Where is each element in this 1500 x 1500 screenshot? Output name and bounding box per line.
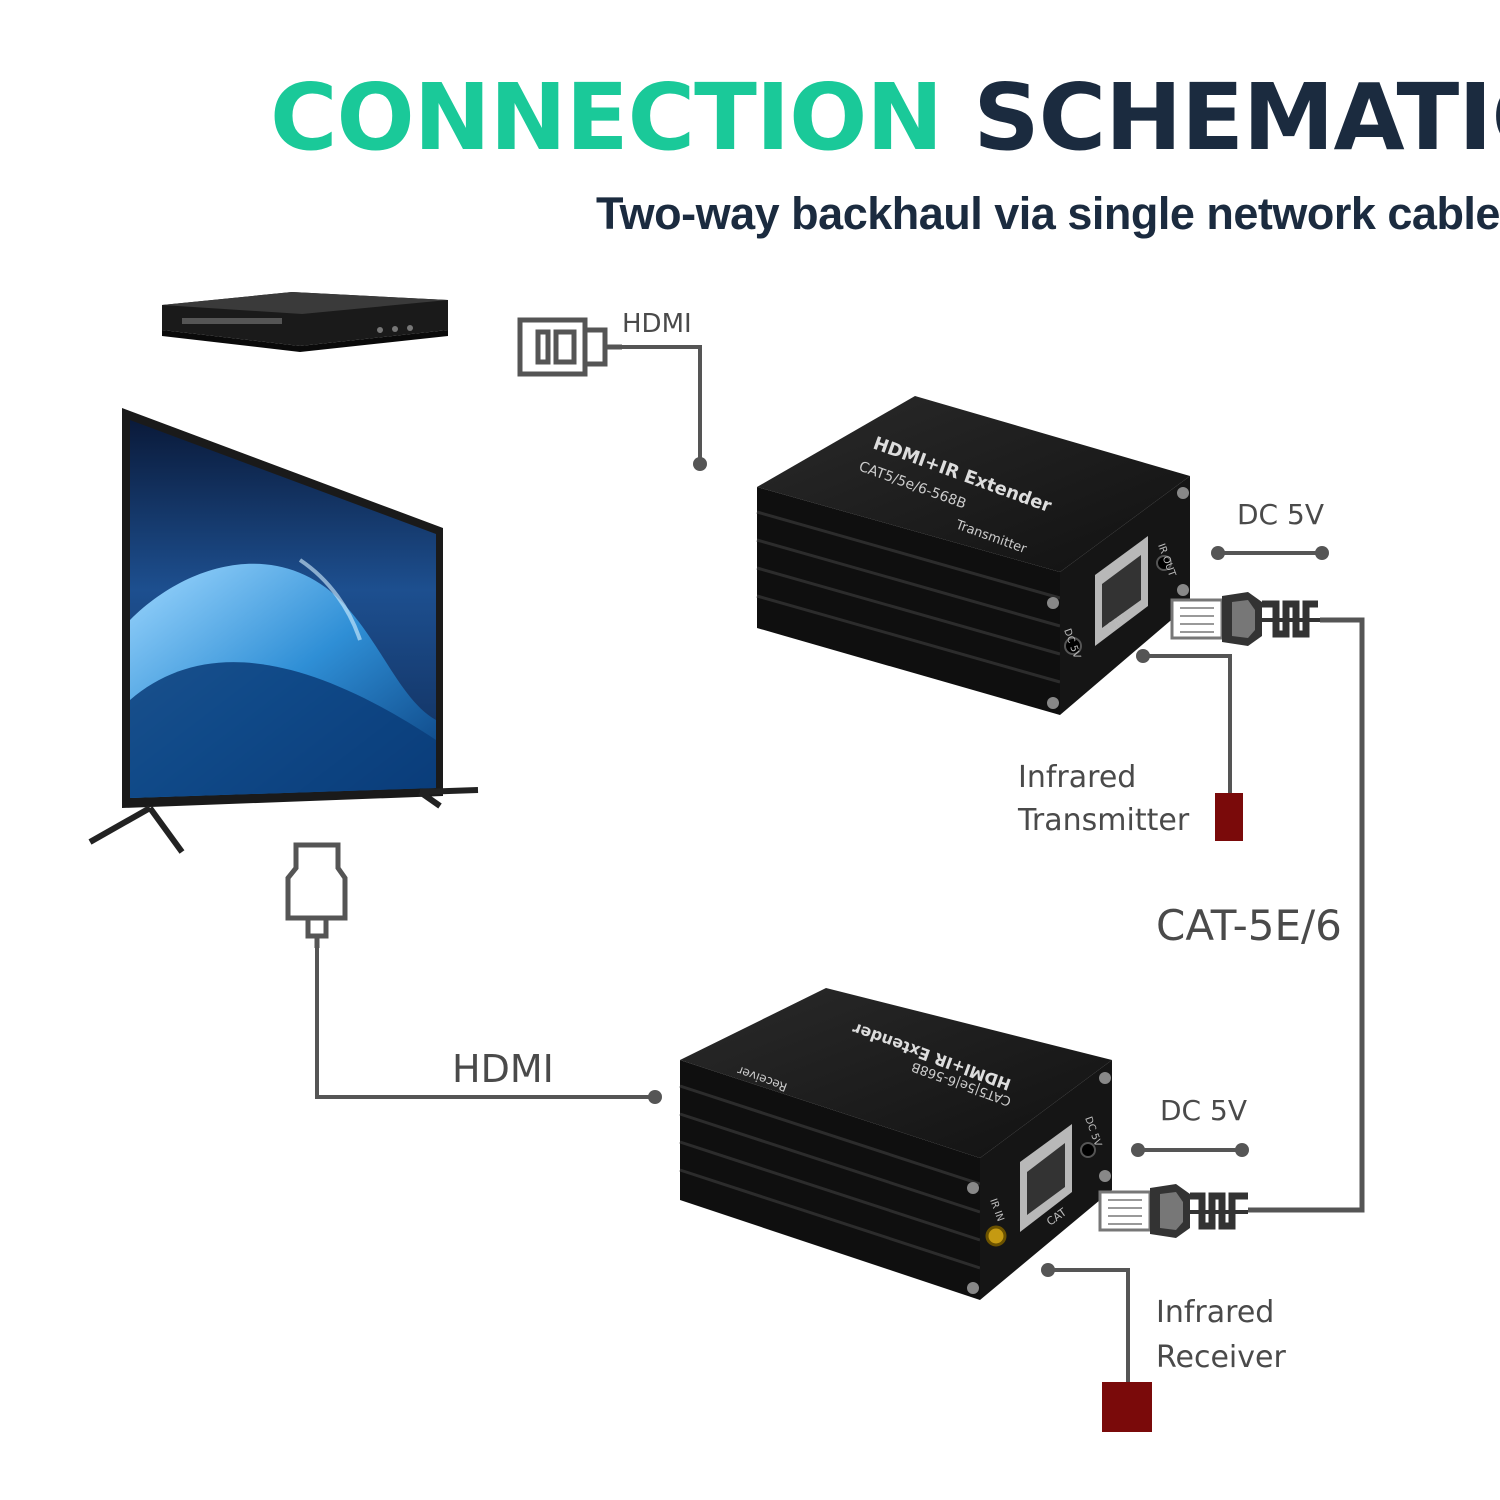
ir-receiver-label-line1: Infrared [1156, 1295, 1274, 1330]
cat-cable-label: CAT-5E/6 [1156, 901, 1342, 950]
blu-ray-player-icon [162, 292, 448, 352]
television-icon [88, 408, 479, 854]
hdmi-connector-bottom-icon [285, 842, 348, 948]
title-part-schematic: SCHEMATIC [973, 64, 1500, 171]
ir-receiver-cable [1048, 1268, 1130, 1382]
ir-receiver-label-line2: Receiver [1156, 1340, 1286, 1375]
dc-5v-bottom-label: DC 5V [1160, 1094, 1247, 1127]
ir-transmitter-label-line2: Transmitter [1017, 803, 1190, 838]
ir-transmitter-cable [1143, 654, 1232, 795]
ir-receiver-head-icon [1102, 1382, 1152, 1432]
diagram-title: CONNECTION SCHEMATIC [270, 72, 1500, 164]
ir-transmitter-label-line1: Infrared [1018, 760, 1136, 795]
hdmi-cable-bottom [315, 948, 655, 1099]
dc-5v-top-label: DC 5V [1237, 498, 1324, 531]
ir-transmitter-head-icon [1215, 793, 1243, 841]
hdmi-bottom-label: HDMI [452, 1047, 554, 1091]
rj45-plug-top-icon [1170, 592, 1320, 646]
hdmi-cable-top [622, 345, 702, 462]
rj45-plug-bottom-icon [1098, 1184, 1248, 1238]
hdmi-top-label: HDMI [622, 309, 692, 339]
hdmi-connector-top-icon [517, 317, 622, 377]
transmitter-unit: HDMI+IR Extender CAT5/5e/6-568B Transmit… [756, 396, 1190, 715]
receiver-unit: HDMI+IR Extender CAT5|5e|6-568B Receiver… [679, 988, 1112, 1300]
cat-network-cable [1248, 617, 1365, 1213]
diagram-subtitle: Two-way backhaul via single network cabl… [596, 188, 1500, 239]
title-part-connection: CONNECTION [270, 64, 943, 171]
